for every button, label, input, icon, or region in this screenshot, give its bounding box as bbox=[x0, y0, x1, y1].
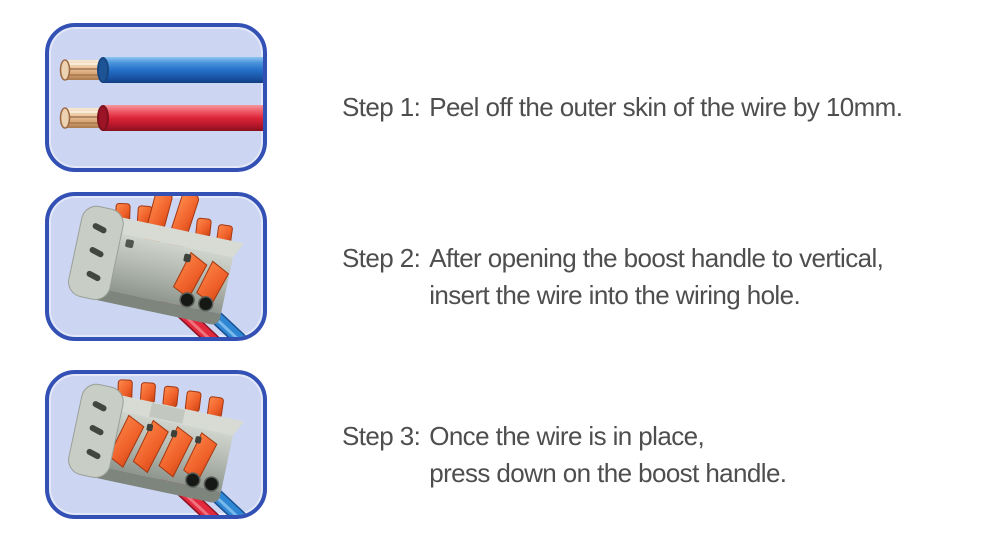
step1-line1: Peel off the outer skin of the wire by 1… bbox=[429, 92, 903, 122]
step3-line1: Once the wire is in place, bbox=[429, 420, 705, 451]
step3-label: Step 3: bbox=[342, 420, 421, 451]
step1-label: Step 1: bbox=[342, 92, 421, 122]
step2-text: Step 2: After opening the boost handle t… bbox=[342, 240, 884, 314]
step3-text: Step 3: Once the wire is in place, press… bbox=[342, 418, 787, 492]
step1-lines: Peel off the outer skin of the wire by 1… bbox=[429, 89, 903, 126]
step2-image-panel bbox=[45, 192, 267, 341]
connector-handles-closed-image bbox=[68, 379, 248, 515]
step3-lines: Once the wire is in place, press down on… bbox=[429, 418, 787, 492]
connector-handles-open-image bbox=[68, 196, 248, 337]
step3-image-panel bbox=[45, 370, 267, 519]
step-row-2: Step 2: After opening the boost handle t… bbox=[45, 192, 996, 341]
step-row-1: Step 1: Peel off the outer skin of the w… bbox=[45, 23, 996, 172]
step2-lines: After opening the boost handle to vertic… bbox=[429, 240, 884, 314]
step3-line2: press down on the boost handle. bbox=[429, 457, 787, 488]
stripped-wires-image bbox=[59, 57, 263, 131]
step1-text: Step 1: Peel off the outer skin of the w… bbox=[342, 89, 903, 126]
step-row-3: Step 3: Once the wire is in place, press… bbox=[45, 370, 996, 519]
step2-line2: insert the wire into the wiring hole. bbox=[429, 279, 801, 310]
step2-line1: After opening the boost handle to vertic… bbox=[429, 242, 884, 273]
step2-label: Step 2: bbox=[342, 242, 421, 273]
step1-image-panel bbox=[45, 23, 267, 172]
